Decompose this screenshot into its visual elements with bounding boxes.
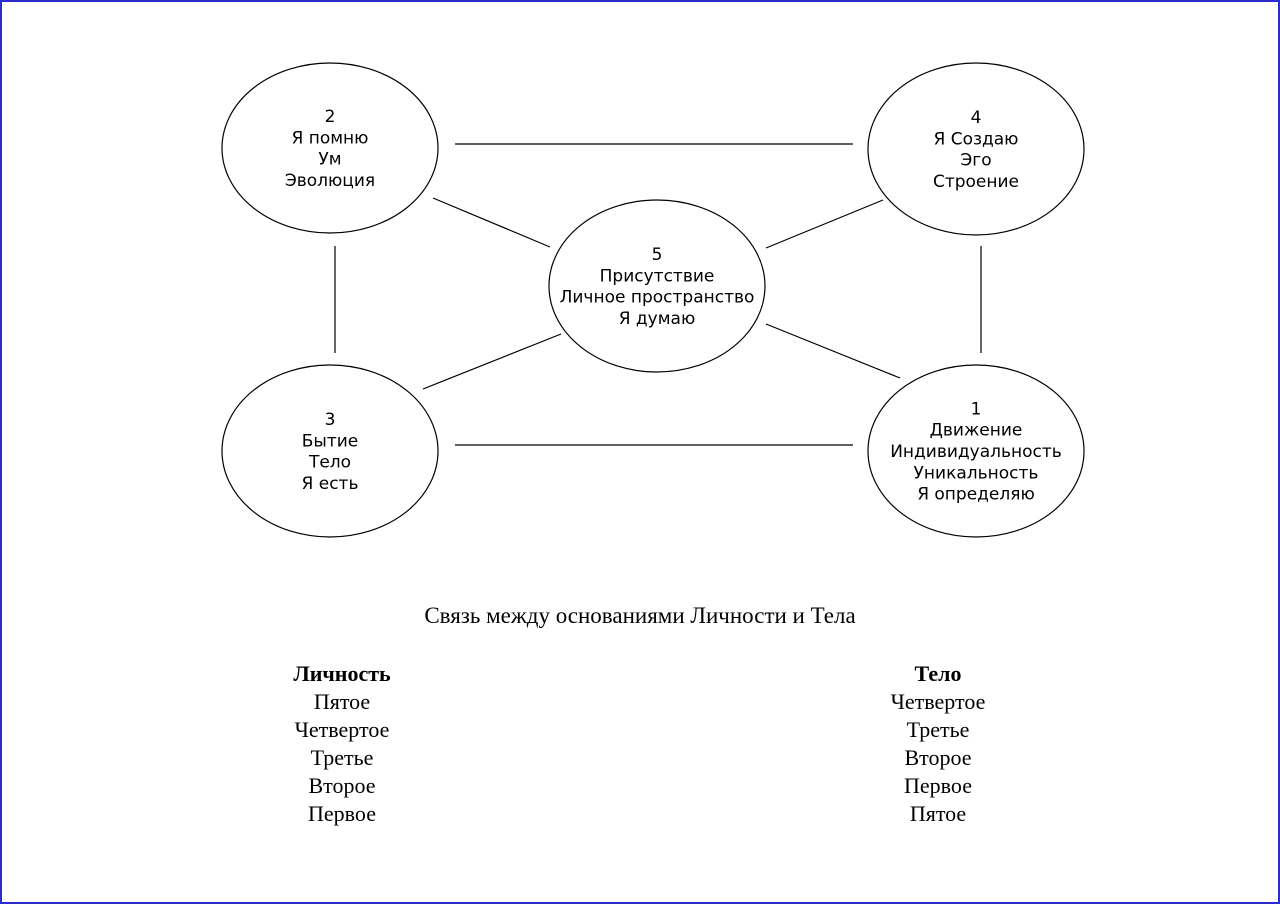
diagram-edges — [334, 143, 982, 446]
node-ellipse — [221, 62, 439, 234]
personality-item: Второе — [308, 773, 376, 798]
node-ellipse — [867, 364, 1085, 538]
edge-n2-n5 — [432, 197, 551, 248]
body-item: Второе — [904, 745, 972, 770]
node-label: Строение — [933, 172, 1019, 192]
node-label: Индивидуальность — [890, 442, 1062, 462]
edge-n3-n5 — [422, 333, 562, 390]
body-column: Тело Четвертое Третье Второе Первое Пято… — [838, 660, 1038, 828]
node-number: 5 — [652, 245, 663, 265]
personality-item: Пятое — [313, 689, 371, 714]
node-ellipse — [867, 62, 1085, 236]
node-ellipse — [221, 364, 439, 538]
node-number: 3 — [325, 410, 336, 430]
node-label: Движение — [930, 421, 1023, 441]
node-number: 1 — [971, 399, 982, 419]
personality-header: Личность — [293, 661, 391, 686]
node-label: Тело — [308, 453, 351, 473]
body-item: Первое — [904, 773, 972, 798]
personality-item: Четвертое — [294, 717, 390, 742]
node-label: Я есть — [302, 474, 359, 494]
edge-n4-n5 — [765, 199, 884, 249]
node-number: 2 — [325, 107, 336, 127]
node-label: Личное пространство — [560, 288, 755, 308]
personality-item: Первое — [308, 801, 376, 826]
node-ellipse — [548, 199, 766, 373]
node-label: Я помню — [292, 128, 369, 148]
personality-item: Третье — [310, 745, 374, 770]
node-label: Я Создаю — [933, 129, 1018, 149]
body-item: Третье — [906, 717, 970, 742]
node-label: Бытие — [302, 431, 359, 451]
node-label: Присутствие — [600, 266, 715, 286]
personality-column: Личность Пятое Четвертое Третье Второе П… — [242, 660, 442, 828]
body-item: Пятое — [909, 801, 967, 826]
node-label: Эволюция — [285, 171, 375, 191]
node-label: Эго — [960, 151, 991, 171]
diagram-caption: Связь между основаниями Личности и Тела — [424, 603, 856, 628]
node-label: Я определяю — [917, 485, 1035, 505]
body-header: Тело — [914, 661, 962, 686]
edge-n1-n5 — [765, 323, 901, 379]
body-item: Четвертое — [890, 689, 986, 714]
node-label: Я думаю — [619, 309, 696, 329]
node-label: Ум — [318, 150, 341, 170]
node-label: Уникальность — [914, 463, 1039, 483]
node-number: 4 — [971, 108, 982, 128]
